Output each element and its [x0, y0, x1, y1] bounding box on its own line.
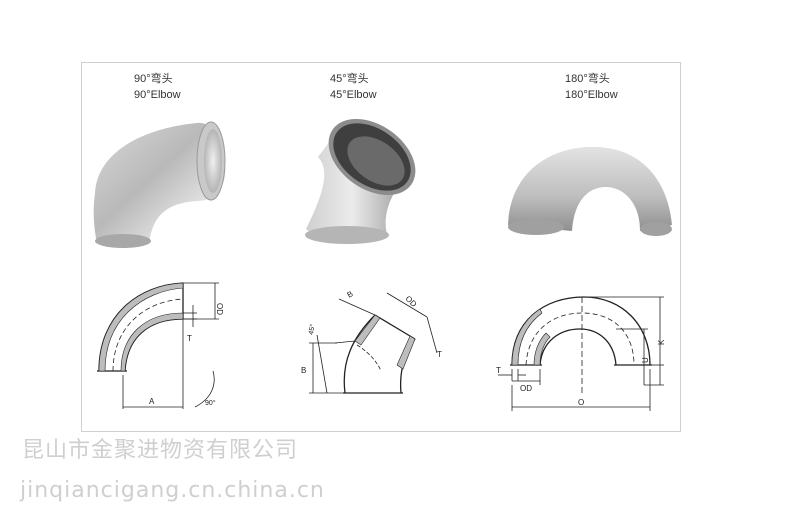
elbow-180-drawing: K U T OD O — [496, 296, 666, 411]
dim-o-180: O — [578, 398, 584, 407]
label-90-en: 90°Elbow — [134, 89, 181, 101]
elbow-90-photo — [93, 121, 226, 248]
dim-a-90: A — [149, 397, 155, 406]
dim-od-180: OD — [520, 384, 532, 393]
dim-angle-90: 90° — [205, 399, 216, 407]
label-180-cn: 180°弯头 — [565, 73, 610, 85]
dim-t-180: T — [496, 366, 501, 375]
label-180-en: 180°Elbow — [565, 89, 618, 101]
dim-t-45: T — [437, 350, 442, 359]
label-45-en: 45°Elbow — [330, 89, 377, 101]
label-90-cn: 90°弯头 — [134, 73, 173, 85]
label-45-cn: 45°弯头 — [330, 73, 369, 85]
product-panel: 90°弯头 90°Elbow 45°弯头 45°Elbow 180°弯头 180… — [81, 62, 681, 432]
dim-t-90: T — [187, 334, 192, 343]
elbow-90-drawing: OD T A 90° — [97, 282, 224, 409]
dim-od-45: OD — [404, 294, 419, 309]
dim-od-90: OD — [215, 303, 224, 315]
dim-u-180: U — [641, 357, 650, 363]
dim-k-180: K — [657, 339, 666, 345]
dim-b-side-45: B — [301, 366, 306, 375]
dim-b-top-45: B — [346, 289, 355, 299]
watermark-company: 昆山市金聚进物资有限公司 — [22, 438, 299, 463]
elbow-180-photo — [508, 146, 672, 236]
dim-angle-45: 45° — [307, 323, 317, 335]
elbow-45-drawing: B OD 45° T B — [301, 289, 442, 394]
watermark-url: jinqiancigang.cn.china.cn — [20, 478, 325, 503]
elbow-45-photo — [305, 118, 416, 244]
